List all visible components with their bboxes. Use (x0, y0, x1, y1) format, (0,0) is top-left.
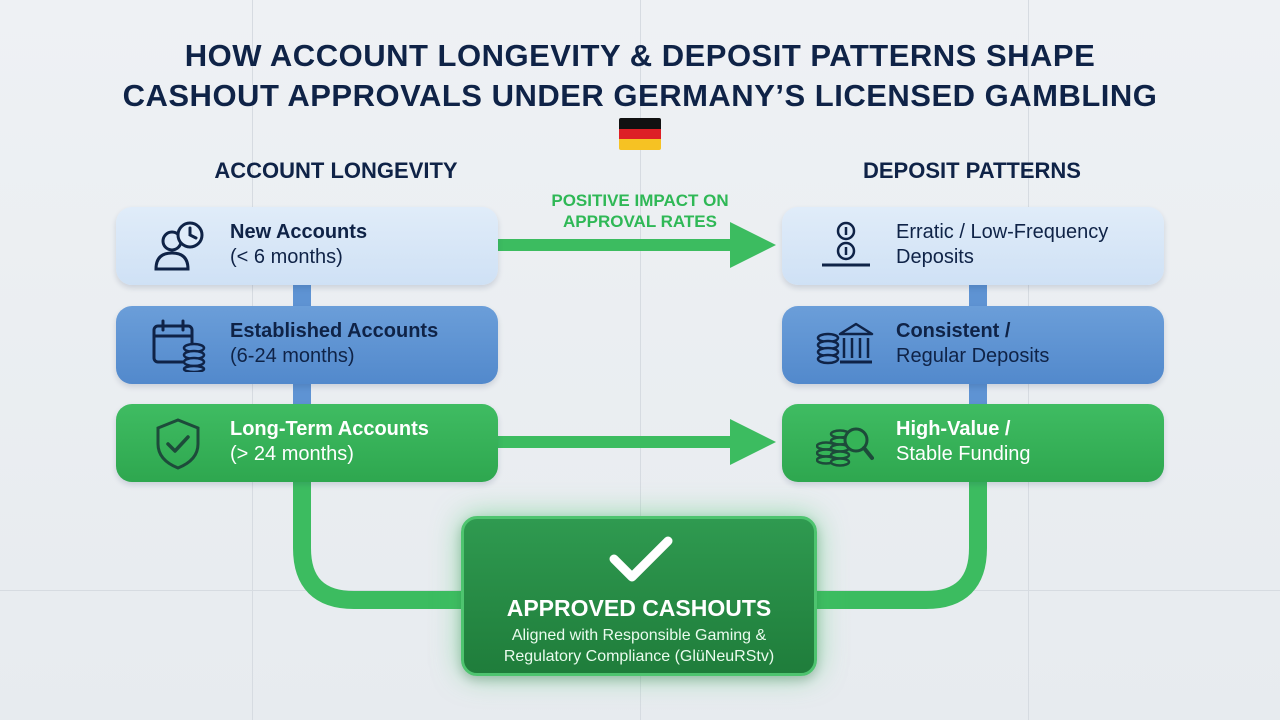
card-detail: Stable Funding (896, 443, 1031, 465)
card-title: Erratic / Low-Frequency (896, 221, 1109, 243)
right-trunk-blue (969, 284, 987, 306)
impact-label-line-2: APPROVAL RATES (563, 212, 717, 231)
card-consistent-deposits: Consistent / Regular Deposits (782, 306, 1164, 384)
calendar-coins-icon (152, 319, 206, 372)
card-detail: Deposits (896, 246, 974, 268)
card-high-value-funding: High-Value / Stable Funding (782, 404, 1164, 482)
card-text: New Accounts (< 6 months) (230, 220, 367, 270)
impact-label-line-1: POSITIVE IMPACT ON (551, 191, 729, 210)
approved-cashouts-subtitle: Aligned with Responsible Gaming & Regula… (464, 625, 814, 667)
right-flow-line (816, 284, 987, 609)
card-text: Established Accounts (6-24 months) (230, 319, 438, 369)
card-detail: (6-24 months) (230, 345, 355, 367)
card-title: New Accounts (230, 221, 368, 243)
left-trunk-blue (293, 383, 311, 405)
coins-magnifier-icon (816, 427, 874, 467)
flag-stripe-gold (619, 139, 661, 150)
card-new-accounts: New Accounts (< 6 months) (116, 207, 498, 285)
card-title: High-Value / (896, 418, 1011, 440)
approved-cashouts-title: APPROVED CASHOUTS (506, 595, 772, 621)
title-line-1: HOW ACCOUNT LONGEVITY & DEPOSIT PATTERNS… (184, 38, 1096, 73)
user-clock-icon (154, 221, 204, 271)
checkmark-icon (609, 536, 673, 582)
card-title: Long-Term Accounts (230, 418, 429, 440)
germany-flag-icon (619, 118, 661, 150)
deposit-patterns-header: DEPOSIT PATTERNS (863, 158, 1081, 183)
coin-drop-icon (822, 221, 870, 267)
approved-cashouts-box: APPROVED CASHOUTS Aligned with Responsib… (461, 516, 817, 676)
subtitle-line-1: Aligned with Responsible Gaming & (511, 627, 767, 644)
card-erratic-deposits: Erratic / Low-Frequency Deposits (782, 207, 1164, 285)
subtitle-line-2: Regulatory Compliance (GlüNeuRStv) (503, 648, 775, 665)
flag-stripe-red (619, 128, 661, 140)
card-long-term-accounts: Long-Term Accounts (> 24 months) (116, 404, 498, 482)
card-title: Established Accounts (230, 320, 439, 342)
title-line-2: CASHOUT APPROVALS UNDER GERMANY’S LICENS… (122, 78, 1158, 113)
gridline (640, 0, 641, 720)
account-longevity-header: ACCOUNT LONGEVITY (214, 158, 458, 183)
card-text: Erratic / Low-Frequency Deposits (896, 220, 1108, 270)
card-text: Consistent / Regular Deposits (896, 319, 1049, 369)
impact-arrowhead-bottom (730, 419, 776, 465)
impact-arrowhead-top (730, 222, 776, 268)
card-detail: (> 24 months) (230, 443, 354, 465)
page-title: HOW ACCOUNT LONGEVITY & DEPOSIT PATTERNS… (0, 36, 1280, 116)
shield-check-icon (156, 418, 200, 470)
card-detail: (< 6 months) (230, 246, 343, 268)
flag-stripe-black (619, 118, 661, 129)
card-title: Consistent / (896, 320, 1011, 342)
coins-bank-icon (816, 322, 874, 365)
card-text: Long-Term Accounts (> 24 months) (230, 417, 429, 467)
left-flow-line (293, 284, 462, 609)
card-text: High-Value / Stable Funding (896, 417, 1031, 467)
right-trunk-blue (969, 383, 987, 405)
left-trunk-blue (293, 284, 311, 306)
card-established-accounts: Established Accounts (6-24 months) (116, 306, 498, 384)
positive-impact-label: POSITIVE IMPACT ON APPROVAL RATES (520, 190, 760, 232)
card-detail: Regular Deposits (896, 345, 1050, 367)
